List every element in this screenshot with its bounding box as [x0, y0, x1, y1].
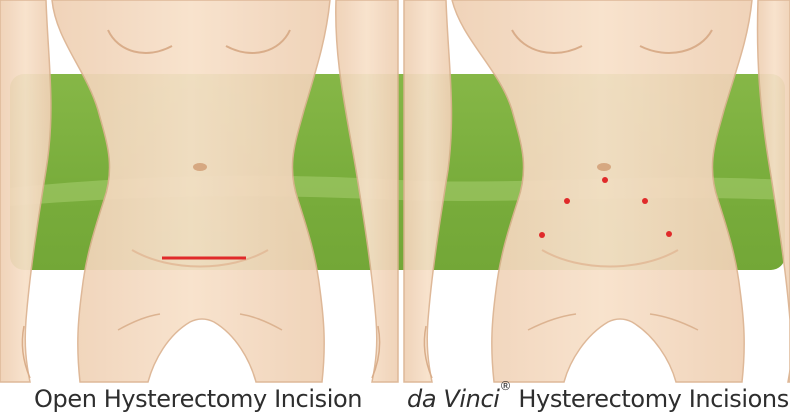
registered-mark: ® [500, 379, 512, 393]
arm-left-outer [0, 0, 51, 382]
davinci-caption-rest: Hysterectomy Incisions [511, 385, 789, 413]
davinci-brand: da Vinci [407, 385, 500, 413]
navel [193, 163, 207, 171]
incision-dot-upper-left [564, 198, 570, 204]
incision-dot-lower-right [666, 231, 672, 237]
arm-left-outer [404, 0, 451, 382]
navel [597, 163, 611, 171]
incision-dot-navel [602, 177, 608, 183]
caption-davinci-hysterectomy: da Vinci® Hysterectomy Incisions [407, 384, 790, 414]
incision-dot-lower-left [539, 232, 545, 238]
caption-open-hysterectomy: Open Hysterectomy Incision [34, 384, 394, 414]
incision-dot-upper-right [642, 198, 648, 204]
